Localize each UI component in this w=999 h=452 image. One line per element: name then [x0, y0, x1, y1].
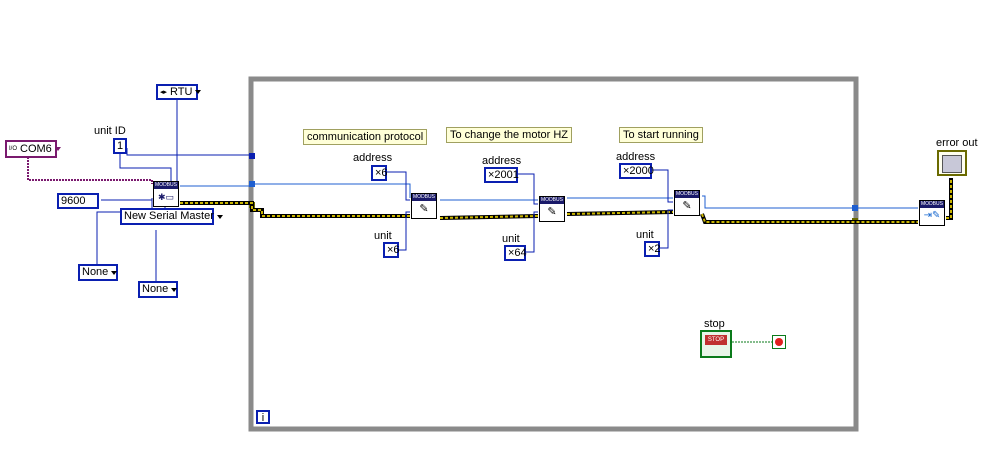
write2-unit-label: unit [502, 233, 520, 245]
ring-arrows-icon: ◂▸ [160, 88, 168, 96]
write3-unit-label: unit [636, 229, 654, 241]
modbus-tag: MODBUS [920, 201, 944, 208]
flow-control-ring[interactable]: None [138, 281, 178, 298]
modbus-tag: MODBUS [675, 191, 699, 198]
com-port-control[interactable]: I/O COM6 [5, 140, 61, 158]
io-prefix: I/O [9, 145, 18, 152]
while-loop-frame [248, 76, 859, 432]
stop-label: stop [704, 318, 725, 330]
chevron-down-icon [171, 287, 178, 292]
chevron-down-icon [54, 147, 61, 151]
loop-iteration-terminal: i [256, 410, 270, 424]
error-out-label: error out [936, 137, 978, 149]
close-port-icon: ⇥✎ [923, 210, 941, 221]
parity-ring[interactable]: None [78, 264, 118, 281]
write2-address-label: address [482, 155, 522, 167]
chevron-down-icon [216, 214, 223, 219]
modbus-close-node[interactable]: MODBUS ⇥✎ [919, 200, 945, 226]
stop-button-face: STOP [705, 335, 727, 345]
write1-unit-constant[interactable]: ×6 [383, 242, 400, 258]
chevron-down-icon [195, 90, 202, 94]
write2-unit-constant[interactable]: ×64 [504, 245, 527, 261]
error-out-indicator[interactable] [937, 150, 967, 176]
unit-id-constant[interactable]: 1 [113, 138, 127, 154]
modbus-tag: MODBUS [540, 197, 564, 204]
unit-id-label: unit ID [94, 125, 126, 137]
com-port-value: COM6 [20, 142, 52, 155]
write1-address-constant[interactable]: ×6 [371, 165, 388, 181]
write3-unit-constant[interactable]: ×2 [644, 241, 661, 257]
stop-button-terminal[interactable]: STOP [700, 330, 732, 358]
modbus-write-node-2[interactable]: MODBUS ✎ [539, 196, 565, 222]
modbus-tag: MODBUS [412, 194, 436, 201]
write1-address-label: address [353, 152, 393, 164]
baud-rate-constant[interactable]: 9600 [57, 193, 99, 209]
pencil-icon: ✎ [682, 200, 692, 212]
pencil-icon: ✎ [419, 203, 429, 215]
master-type-value: New Serial Master [124, 210, 214, 222]
write3-address-label: address [616, 151, 656, 163]
write1-unit-label: unit [374, 230, 392, 242]
mode-ring-control[interactable]: ◂▸ RTU [156, 84, 202, 100]
chevron-down-icon [111, 270, 118, 275]
flow-value: None [142, 283, 169, 295]
modbus-write-node-1[interactable]: MODBUS ✎ [411, 193, 437, 219]
loop-condition-terminal [772, 335, 786, 349]
mode-value: RTU [170, 85, 193, 98]
pencil-icon: ✎ [547, 206, 557, 218]
note-change-motor-hz: To change the motor HZ [446, 127, 573, 143]
modbus-tag: MODBUS [154, 182, 178, 189]
modbus-init-node[interactable]: MODBUS ✱▭ [153, 181, 179, 207]
modbus-write-node-3[interactable]: MODBUS ✎ [674, 190, 700, 216]
serial-port-icon: ✱▭ [157, 192, 175, 202]
error-cluster-icon [942, 155, 962, 173]
loop-tunnel-unitid [249, 153, 255, 159]
write3-address-constant[interactable]: ×2000 [619, 163, 654, 179]
note-communication-protocol: communication protocol [303, 129, 428, 145]
stop-condition-icon [775, 338, 783, 346]
write2-address-constant[interactable]: ×2001 [484, 167, 519, 183]
master-type-ring[interactable]: New Serial Master [120, 208, 223, 225]
note-start-running: To start running [619, 127, 703, 143]
parity-value: None [82, 266, 109, 278]
